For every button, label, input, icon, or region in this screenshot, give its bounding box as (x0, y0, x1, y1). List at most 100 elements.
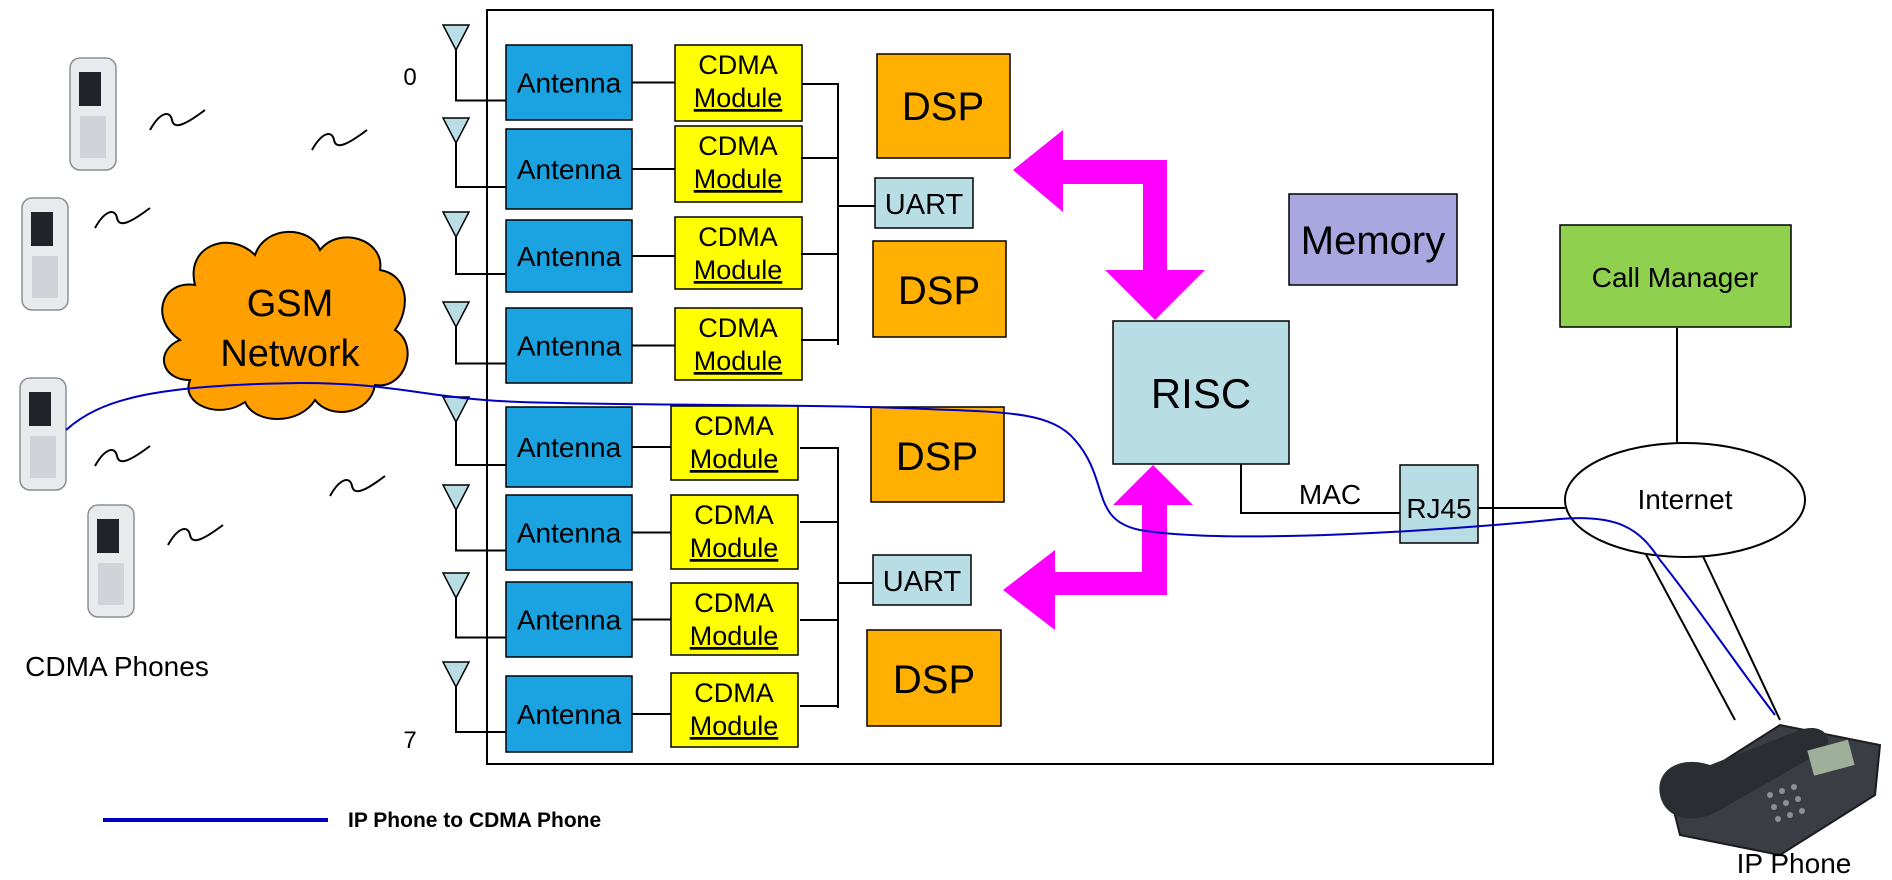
module-bus-top (801, 83, 875, 345)
mac-link (1240, 464, 1400, 514)
call-manager-label: Call Manager (1592, 262, 1759, 293)
internet: Internet (1564, 442, 1806, 558)
antenna-symbol-icon (441, 396, 506, 466)
cdma-module-label-line1: CDMA (694, 678, 774, 708)
risc-label: RISC (1151, 370, 1251, 417)
cdma-module-label-line1: CDMA (698, 222, 778, 252)
call-path-line (65, 381, 1776, 716)
wireless-signal-icon (167, 524, 224, 546)
cdma-module-label-line1: CDMA (698, 131, 778, 161)
internet-ip-phone-link-2 (1699, 549, 1781, 721)
antenna-label: Antenna (517, 154, 622, 185)
bus-arrow-bottom (1003, 465, 1193, 630)
antenna-module-rows: AntennaCDMAModuleAntennaCDMAModuleAntenn… (441, 24, 803, 753)
antenna-label: Antenna (517, 331, 622, 362)
mac-label: MAC (1299, 479, 1361, 510)
dsp-label: DSP (896, 435, 978, 479)
antenna-block: Antenna (505, 406, 633, 488)
cdma-module-label-line2: Module (694, 255, 783, 285)
mobile-phone-icon (87, 504, 135, 618)
cdma-module-label-line2: Module (694, 164, 783, 194)
antenna-label: Antenna (517, 699, 622, 730)
antenna-label: Antenna (517, 432, 622, 463)
dsp-label: DSP (898, 269, 980, 313)
antenna-label: Antenna (517, 68, 622, 99)
cdma-module-label-line1: CDMA (698, 50, 778, 80)
cdma-module-label-line1: CDMA (694, 500, 774, 530)
gsm-label-line2: Network (220, 333, 360, 375)
antenna-block: Antenna (505, 494, 633, 571)
dsp-2: DSP (872, 240, 1007, 338)
memory-block: Memory (1288, 193, 1458, 286)
cdma-module-label-line2: Module (694, 346, 783, 376)
module-bus-bottom (800, 447, 873, 708)
antenna-block: Antenna (505, 219, 633, 293)
antenna-symbol-icon (441, 117, 506, 188)
bus-arrow-top (1013, 130, 1205, 320)
antenna-symbol-icon (441, 24, 506, 102)
antenna-block: Antenna (505, 581, 633, 658)
antenna-block: Antenna (505, 675, 633, 753)
ip-phone-icon (1659, 723, 1882, 857)
cdma-module-label-line1: CDMA (694, 588, 774, 618)
rj45-label: RJ45 (1406, 493, 1471, 524)
uart-bottom: UART (872, 554, 972, 606)
mobile-phone-icon (19, 377, 67, 491)
legend-label: IP Phone to CDMA Phone (348, 809, 601, 832)
gateway-board (486, 9, 1494, 765)
call-manager: Call Manager (1559, 224, 1792, 328)
risc-processor: RISC (1112, 320, 1290, 465)
antenna-label: Antenna (517, 605, 622, 636)
memory-label: Memory (1301, 219, 1445, 263)
mobile-phone-icon (69, 57, 117, 171)
antenna-symbol-icon (441, 484, 506, 552)
antenna-symbol-icon (441, 301, 506, 365)
cdma-phones-label: CDMA Phones (25, 651, 209, 682)
cdma-module-label-line1: CDMA (694, 411, 774, 441)
antenna-block: Antenna (505, 307, 633, 384)
mobile-phone-icon (21, 197, 69, 311)
antenna-symbol-icon (441, 661, 506, 733)
wireless-signal-icon (94, 445, 151, 467)
uart-label: UART (885, 189, 964, 221)
antenna-label: Antenna (517, 518, 622, 549)
antenna-index-first: 0 (403, 64, 416, 91)
uart-label: UART (883, 566, 962, 598)
cdma-phones (19, 57, 135, 618)
cdma-module-label-line1: CDMA (698, 313, 778, 343)
gsm-label-line1: GSM (247, 283, 334, 325)
wireless-signal-icon (329, 475, 386, 497)
internet-ip-phone-link-1 (1641, 546, 1736, 721)
wireless-signal-icon (94, 207, 151, 229)
gsm-network-cloud: GSM Network (161, 230, 409, 420)
antenna-symbol-icon (441, 572, 506, 639)
wireless-signal-icon (311, 129, 368, 151)
wireless-signal-icon (149, 109, 206, 131)
antenna-symbol-icon (441, 211, 506, 275)
antenna-block: Antenna (505, 44, 633, 121)
antenna-index-last: 7 (403, 727, 416, 754)
dsp-label: DSP (902, 85, 984, 129)
dsp-1: DSP (876, 53, 1011, 159)
antenna-block: Antenna (505, 128, 633, 210)
cdma-module-label-line2: Module (690, 444, 779, 474)
cdma-module-label-line2: Module (690, 711, 779, 741)
antenna-label: Antenna (517, 241, 622, 272)
dsp-4: DSP (866, 629, 1002, 727)
